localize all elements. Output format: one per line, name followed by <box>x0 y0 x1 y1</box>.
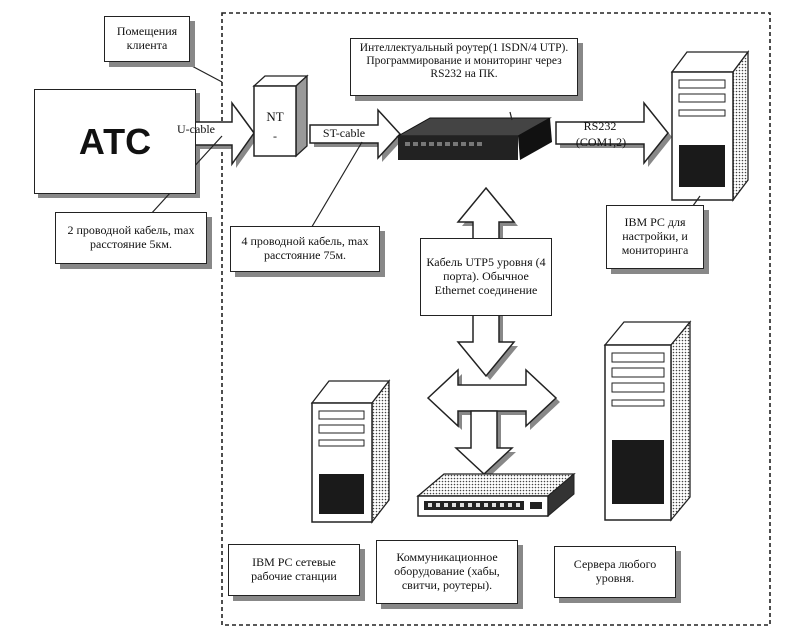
premises-pointer <box>189 64 223 83</box>
st-cable-arrow <box>309 108 404 162</box>
nt-sublabel: - <box>273 129 277 143</box>
servers-label: Сервера любого уровня. <box>554 546 676 598</box>
rs232-label: RS232 <box>583 119 617 133</box>
rs232-arrow <box>555 100 672 167</box>
com-port-label: (COM1,2) <box>575 135 627 149</box>
ats-box: АТС <box>34 89 196 194</box>
cable-75m-label: 4 проводной кабель, max расстояние 75м. <box>230 226 380 272</box>
monitoring-pc-tower <box>670 50 750 202</box>
nt-label: NT <box>266 109 284 124</box>
client-premises-label: Помещения клиента <box>104 16 190 62</box>
switch-down-arrow <box>454 410 516 478</box>
network-switch <box>416 472 576 518</box>
u-cable-label: U-cable <box>177 122 215 136</box>
utp5-label: Кабель UTP5 уровня (4 порта). Обычное Et… <box>420 238 552 316</box>
nt-device <box>252 74 309 158</box>
client-premises-boundary <box>221 12 771 626</box>
cable-5km-label: 2 проводной кабель, max расстояние 5км. <box>55 212 207 264</box>
cable-75m-pointer <box>309 141 363 231</box>
workstation-tower <box>310 379 391 524</box>
switching-equipment-label: Коммуникационное оборудование (хабы, сви… <box>376 540 518 604</box>
router-device <box>396 111 552 160</box>
server-tower <box>603 320 692 522</box>
monitoring-pc-label: IBM PC для настройки, и мониторинга <box>606 205 704 269</box>
lan-horizontal-arrow <box>426 368 560 430</box>
st-cable-label: ST-cable <box>322 126 366 140</box>
workstations-label: IBM PC сетевые рабочие станции <box>228 544 360 596</box>
router-note: Интеллектуальный роутер(1 ISDN/4 UTP). П… <box>350 38 578 96</box>
